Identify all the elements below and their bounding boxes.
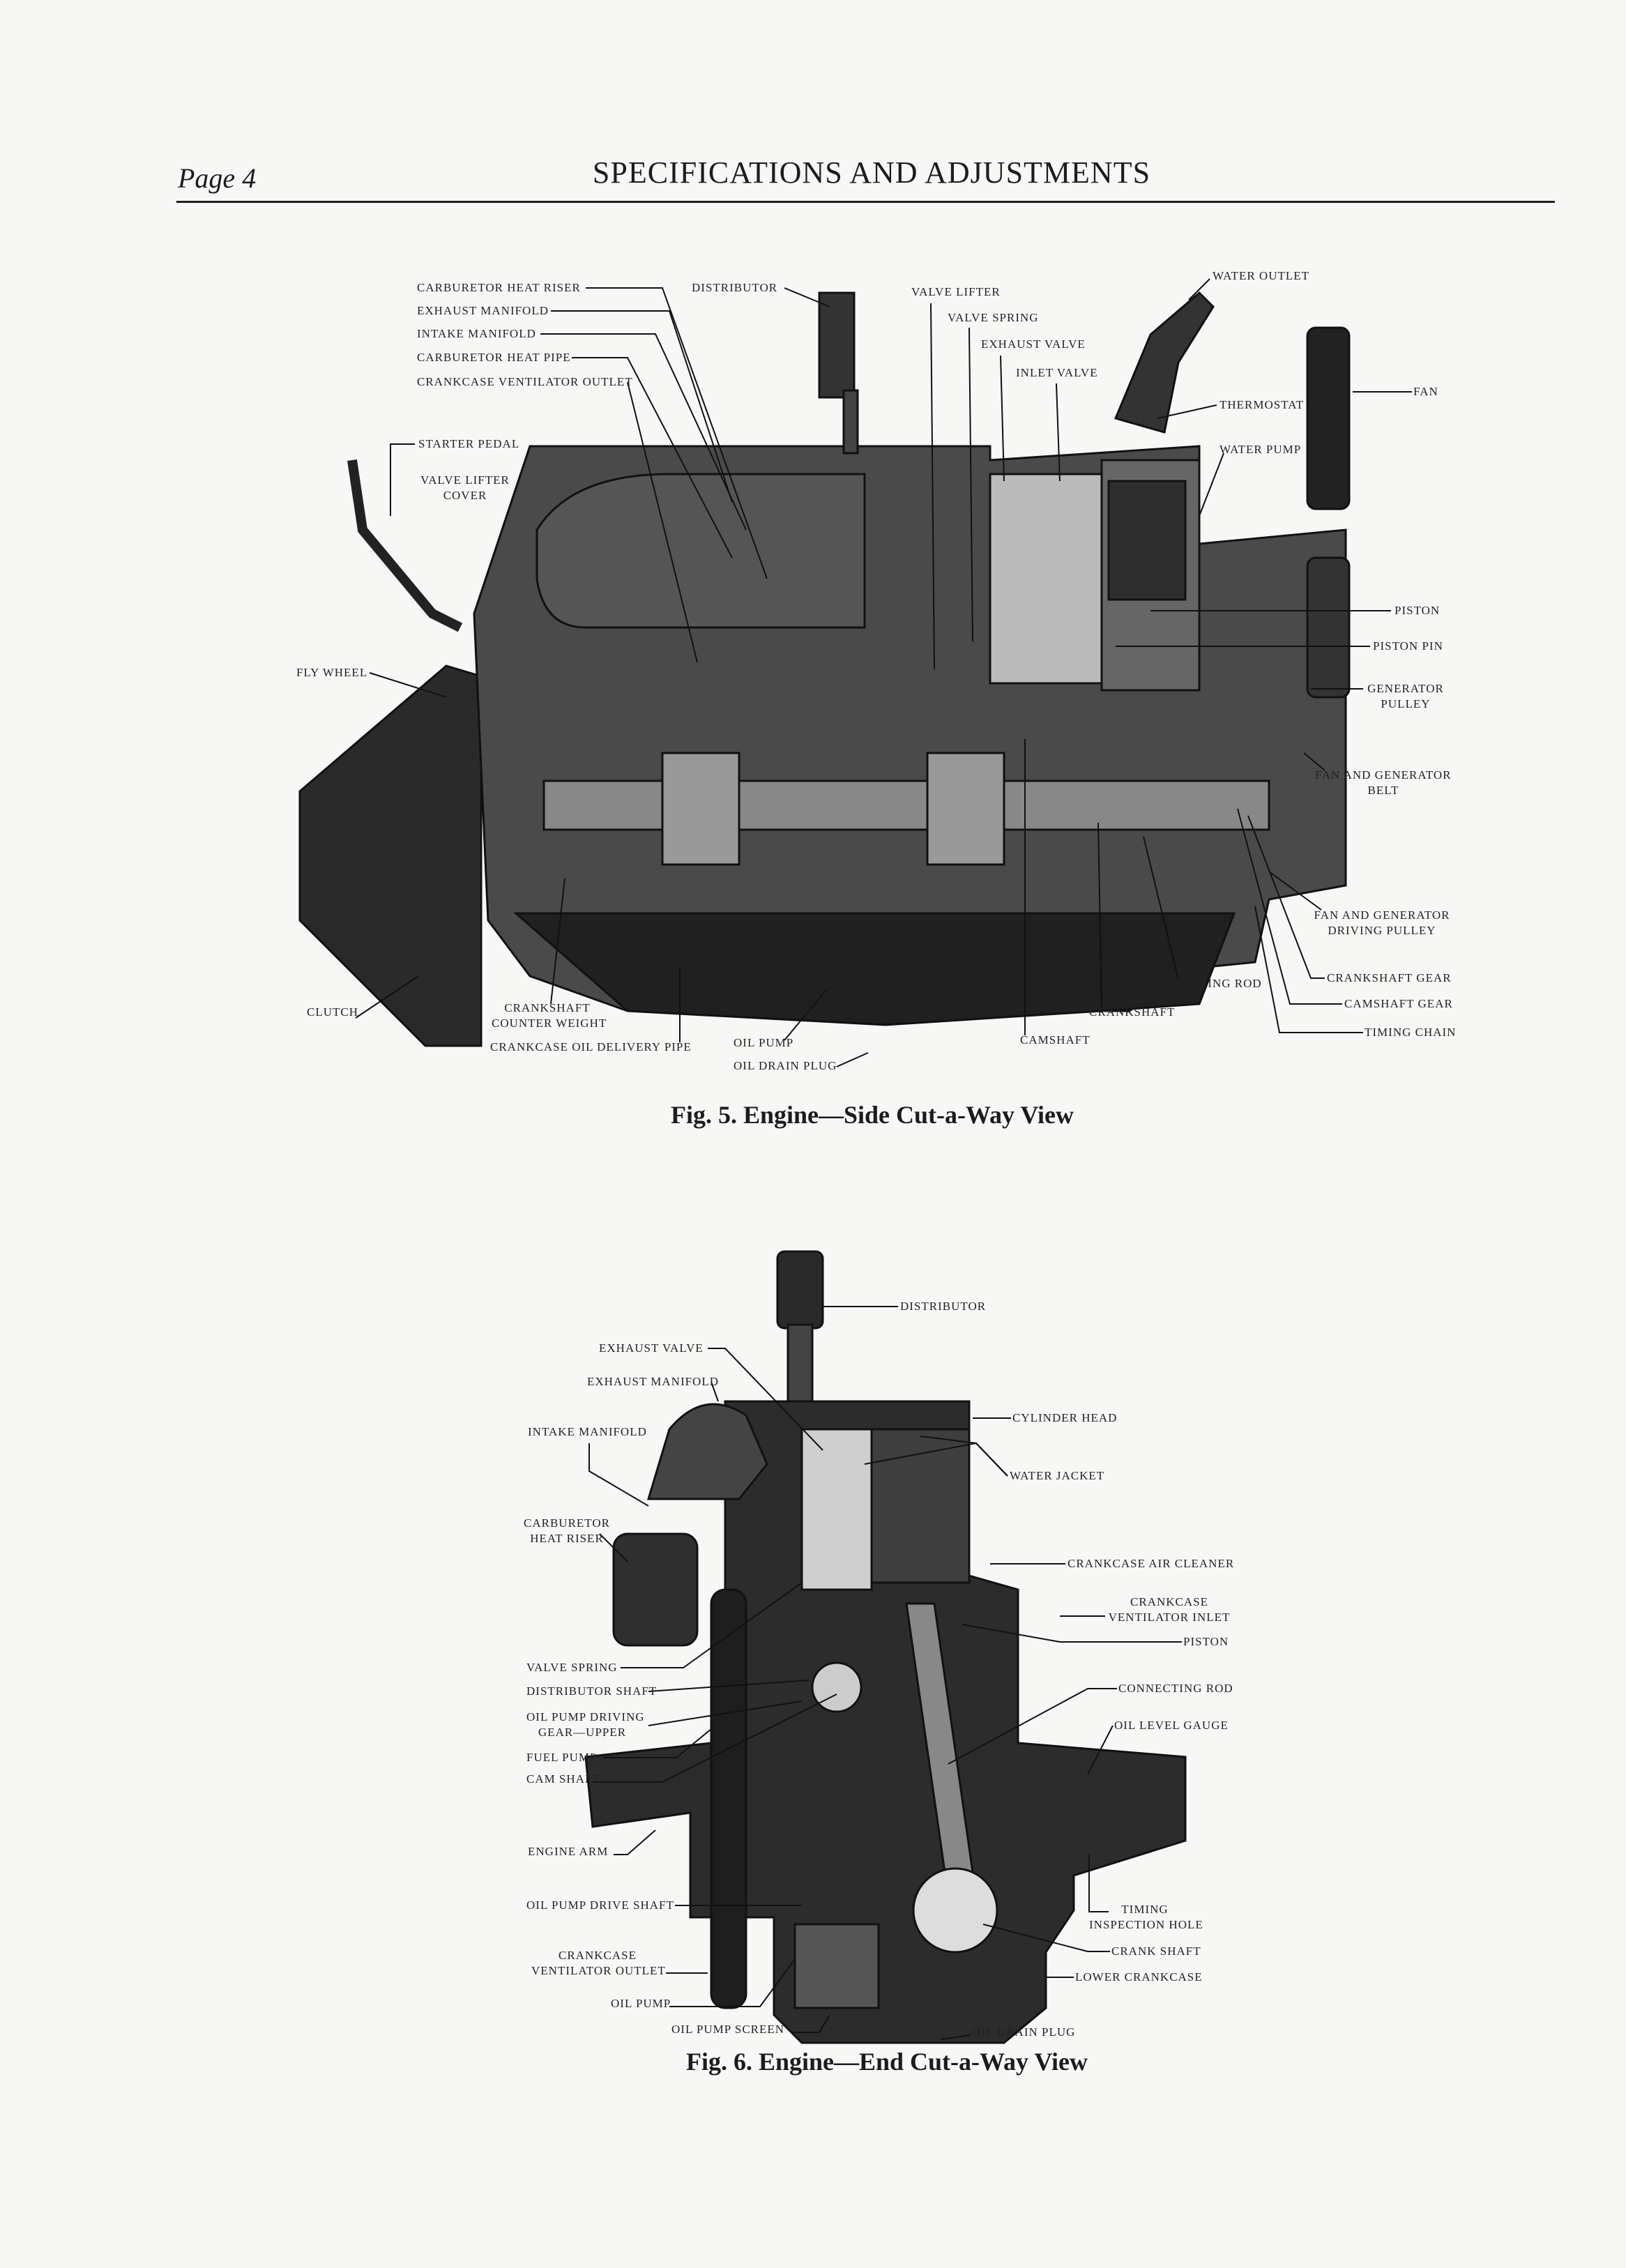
label-crankcase-oil-delivery-pipe: CRANKCASE OIL DELIVERY PIPE — [490, 1040, 692, 1053]
label-line: OIL PUMP DRIVING — [526, 1710, 645, 1723]
label-crankshaft: CRANKSHAFT — [1089, 1005, 1176, 1019]
label-carburetor-heat-riser: CARBURETOR HEAT RISER — [417, 281, 581, 294]
label-piston: PISTON — [1395, 604, 1441, 617]
label-oil-pump: OIL PUMP — [734, 1036, 794, 1049]
fig5-leader-lines — [355, 278, 1412, 1067]
label-clutch: CLUTCH — [307, 1005, 358, 1019]
label-line: PULLEY — [1381, 697, 1431, 710]
label-valve-lifter-cover: VALVE LIFTER COVER — [420, 473, 510, 503]
label-generator-pulley: GENERATOR PULLEY — [1367, 681, 1444, 712]
label-cylinder-head: CYLINDER HEAD — [1012, 1411, 1118, 1424]
label-piston: PISTON — [1183, 1635, 1229, 1648]
label-fan-generator-belt: FAN AND GENERATOR BELT — [1314, 768, 1453, 798]
label-fan-generator-driving-pulley: FAN AND GENERATOR DRIVING PULLEY — [1312, 908, 1452, 938]
label-water-outlet: WATER OUTLET — [1213, 269, 1310, 282]
label-line: DRIVING PULLEY — [1328, 924, 1436, 937]
page-number: Page 4 — [178, 162, 257, 194]
label-line: HEAT RISER — [530, 1532, 604, 1545]
label-line: VENTILATOR OUTLET — [531, 1964, 666, 1977]
label-inlet-valve: INLET VALVE — [1016, 366, 1098, 379]
label-valve-spring: VALVE SPRING — [526, 1661, 618, 1674]
label-valve-lifter: VALVE LIFTER — [911, 285, 1001, 298]
label-piston-pin: PISTON PIN — [1373, 639, 1443, 653]
label-line: FAN AND GENERATOR — [1314, 908, 1450, 922]
label-camshaft-gear: CAMSHAFT GEAR — [1344, 997, 1453, 1010]
figure-5-caption: Fig. 5. Engine—Side Cut-a-Way View — [670, 1101, 1074, 1129]
label-line: CRANKCASE — [559, 1949, 637, 1962]
page-title: SPECIFICATIONS AND ADJUSTMENTS — [592, 155, 1151, 190]
label-line: FAN AND GENERATOR — [1315, 768, 1452, 782]
label-crank-shaft: CRANK SHAFT — [1111, 1944, 1201, 1958]
label-oil-pump-drive-shaft: OIL PUMP DRIVE SHAFT — [526, 1898, 674, 1912]
label-oil-level-gauge: OIL LEVEL GAUGE — [1114, 1719, 1229, 1732]
label-crankshaft-counter-weight: CRANKSHAFT COUNTER WEIGHT — [492, 1000, 606, 1031]
label-fly-wheel: FLY WHEEL — [296, 666, 368, 679]
label-connecting-rod: CONNECTING ROD — [1118, 1682, 1233, 1695]
label-oil-pump-screen: OIL PUMP SCREEN — [671, 2023, 785, 2036]
label-distributor-shaft: DISTRIBUTOR SHAFT — [526, 1684, 658, 1698]
label-line: TIMING — [1121, 1903, 1169, 1916]
label-valve-spring: VALVE SPRING — [948, 311, 1039, 324]
label-line: BELT — [1367, 784, 1399, 797]
label-water-pump: WATER PUMP — [1220, 443, 1302, 456]
figure-6-caption: Fig. 6. Engine—End Cut-a-Way View — [685, 2048, 1088, 2076]
label-crankcase-ventilator-outlet: CRANKCASE VENTILATOR OUTLET — [531, 1948, 666, 1979]
label-carburetor-heat-riser: CARBURETOR HEAT RISER — [522, 1516, 612, 1546]
label-exhaust-manifold: EXHAUST MANIFOLD — [587, 1375, 719, 1388]
header-rule — [176, 201, 1555, 203]
label-connecting-rod: CONNECTING ROD — [1147, 977, 1262, 990]
label-intake-manifold: INTAKE MANIFOLD — [417, 327, 536, 340]
label-line: VALVE LIFTER — [420, 473, 510, 487]
label-crankshaft-gear: CRANKSHAFT GEAR — [1327, 971, 1452, 984]
label-oil-drain-plug: OIL DRAIN PLUG — [972, 2025, 1076, 2039]
label-cam-shaft: CAM SHAFT — [526, 1772, 600, 1786]
label-crankcase-ventilator-inlet: CRANKCASE VENTILATOR INLET — [1107, 1595, 1232, 1625]
label-oil-drain-plug: OIL DRAIN PLUG — [734, 1059, 837, 1072]
label-timing-inspection-hole: TIMING INSPECTION HOLE — [1089, 1902, 1203, 1933]
label-line: GENERATOR — [1367, 682, 1444, 695]
label-water-jacket: WATER JACKET — [1010, 1469, 1105, 1482]
label-line: GEAR—UPPER — [538, 1726, 627, 1739]
label-line: INSPECTION HOLE — [1089, 1918, 1203, 1931]
label-thermostat: THERMOSTAT — [1220, 398, 1305, 411]
label-crankcase-air-cleaner: CRANKCASE AIR CLEANER — [1067, 1557, 1235, 1570]
label-crankcase-ventilator-outlet: CRANKCASE VENTILATOR OUTLET — [417, 375, 633, 388]
fig6-leader-lines — [588, 1306, 1182, 2040]
label-oil-pump: OIL PUMP — [611, 1997, 671, 2010]
label-line: CARBURETOR — [524, 1516, 610, 1530]
label-engine-arm: ENGINE ARM — [528, 1845, 609, 1858]
label-oil-pump-driving-gear-upper: OIL PUMP DRIVING GEAR—UPPER — [526, 1710, 644, 1740]
label-timing-chain: TIMING CHAIN — [1365, 1026, 1457, 1039]
label-line: COUNTER WEIGHT — [492, 1017, 607, 1030]
label-distributor: DISTRIBUTOR — [692, 281, 778, 294]
label-exhaust-valve: EXHAUST VALVE — [599, 1341, 704, 1355]
label-exhaust-manifold: EXHAUST MANIFOLD — [417, 304, 549, 317]
label-carburetor-heat-pipe: CARBURETOR HEAT PIPE — [417, 351, 571, 364]
label-line: CRANKCASE — [1130, 1595, 1208, 1608]
label-line: CRANKSHAFT — [504, 1001, 591, 1014]
label-camshaft: CAMSHAFT — [1020, 1033, 1091, 1047]
label-distributor: DISTRIBUTOR — [900, 1300, 987, 1313]
label-fan: FAN — [1413, 385, 1438, 398]
label-intake-manifold: INTAKE MANIFOLD — [528, 1425, 647, 1438]
label-line: COVER — [443, 489, 487, 502]
label-starter-pedal: STARTER PEDAL — [418, 437, 520, 450]
label-exhaust-valve: EXHAUST VALVE — [981, 337, 1086, 351]
label-line: VENTILATOR INLET — [1108, 1611, 1231, 1624]
label-lower-crankcase: LOWER CRANKCASE — [1075, 1970, 1203, 1984]
label-fuel-pump: FUEL PUMP — [526, 1751, 598, 1764]
